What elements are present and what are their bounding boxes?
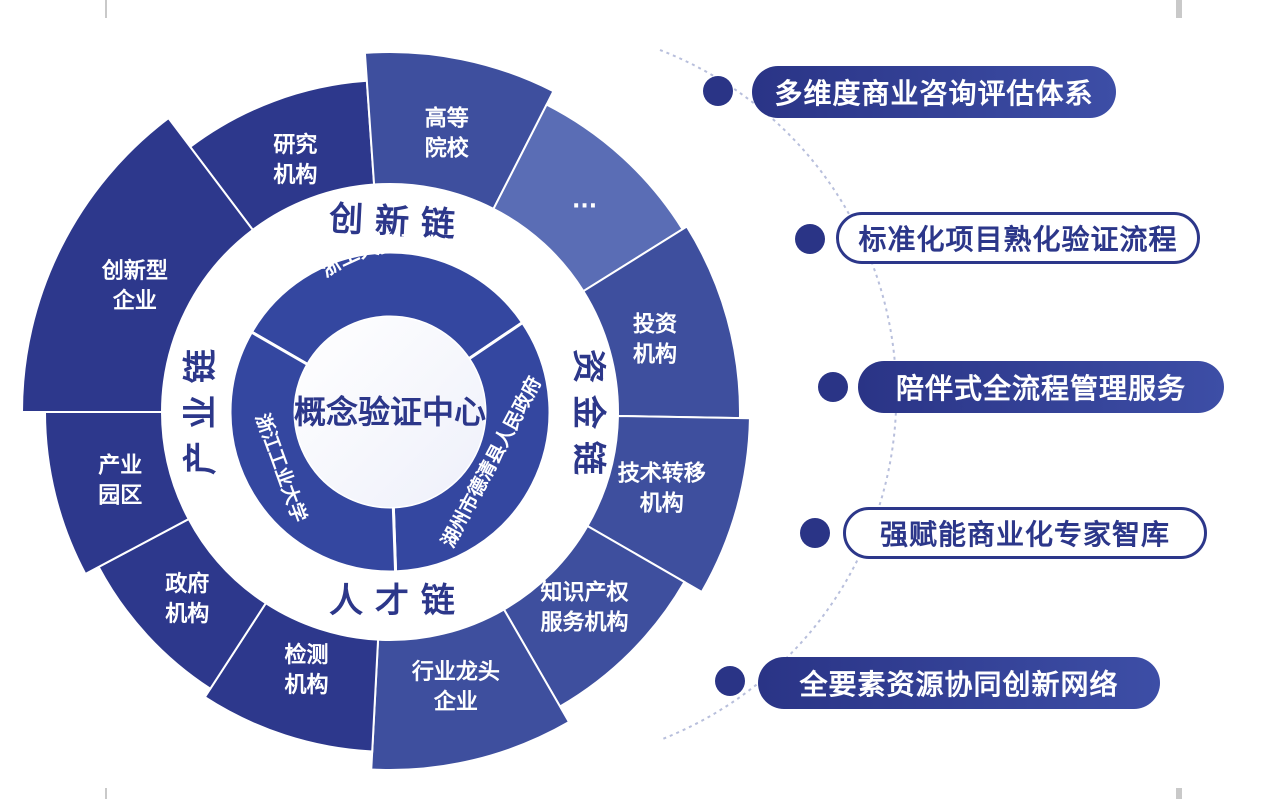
crop-mark-top-right — [1176, 0, 1182, 18]
outer-segment-label: 知识产权服务机构 — [540, 579, 629, 635]
service-item-consulting: 多维度商业咨询评估体系 — [752, 66, 1116, 118]
crop-mark-top-left — [105, 0, 107, 18]
outer-segment-label: 政府机构 — [165, 571, 209, 627]
outer-segment-label: 产业园区 — [98, 453, 142, 508]
outer-segment-label: 研究机构 — [273, 132, 317, 188]
outer-segment-label: 技术转移机构 — [618, 460, 706, 516]
chain-label-bottom: 人 才 链 — [329, 581, 455, 621]
list-bullet-dot — [715, 666, 745, 696]
outer-segment-label: 行业龙头企业 — [411, 659, 500, 715]
outer-segment-label: ... — [572, 189, 597, 214]
crop-mark-bottom-left — [105, 788, 107, 799]
service-item-management: 陪伴式全流程管理服务 — [858, 361, 1224, 413]
core-title: 概念验证中心 — [294, 393, 486, 431]
outer-segment-label: 检测机构 — [285, 642, 329, 698]
service-item-expert-pool: 强赋能商业化专家智库 — [843, 507, 1207, 559]
chain-label-left: 产 业 链 — [181, 349, 221, 475]
outer-segment-label: 高等院校 — [425, 106, 470, 162]
service-item-validation: 标准化项目熟化验证流程 — [836, 212, 1200, 264]
crop-mark-bottom-right — [1176, 788, 1182, 799]
core-circle — [295, 317, 485, 507]
service-item-network: 全要素资源协同创新网络 — [758, 657, 1160, 709]
outer-segment-label: 创新型企业 — [101, 258, 168, 314]
list-bullet-dot — [800, 518, 830, 548]
outer-segment-label: 投资机构 — [633, 313, 677, 368]
institution-ring — [228, 250, 552, 574]
chain-label-top: 创 新 链 — [327, 199, 456, 246]
list-bullet-dot — [703, 76, 733, 106]
list-bullet-dot — [795, 224, 825, 254]
list-bullet-dot — [818, 372, 848, 402]
chain-label-right: 资 金 链 — [568, 349, 608, 475]
